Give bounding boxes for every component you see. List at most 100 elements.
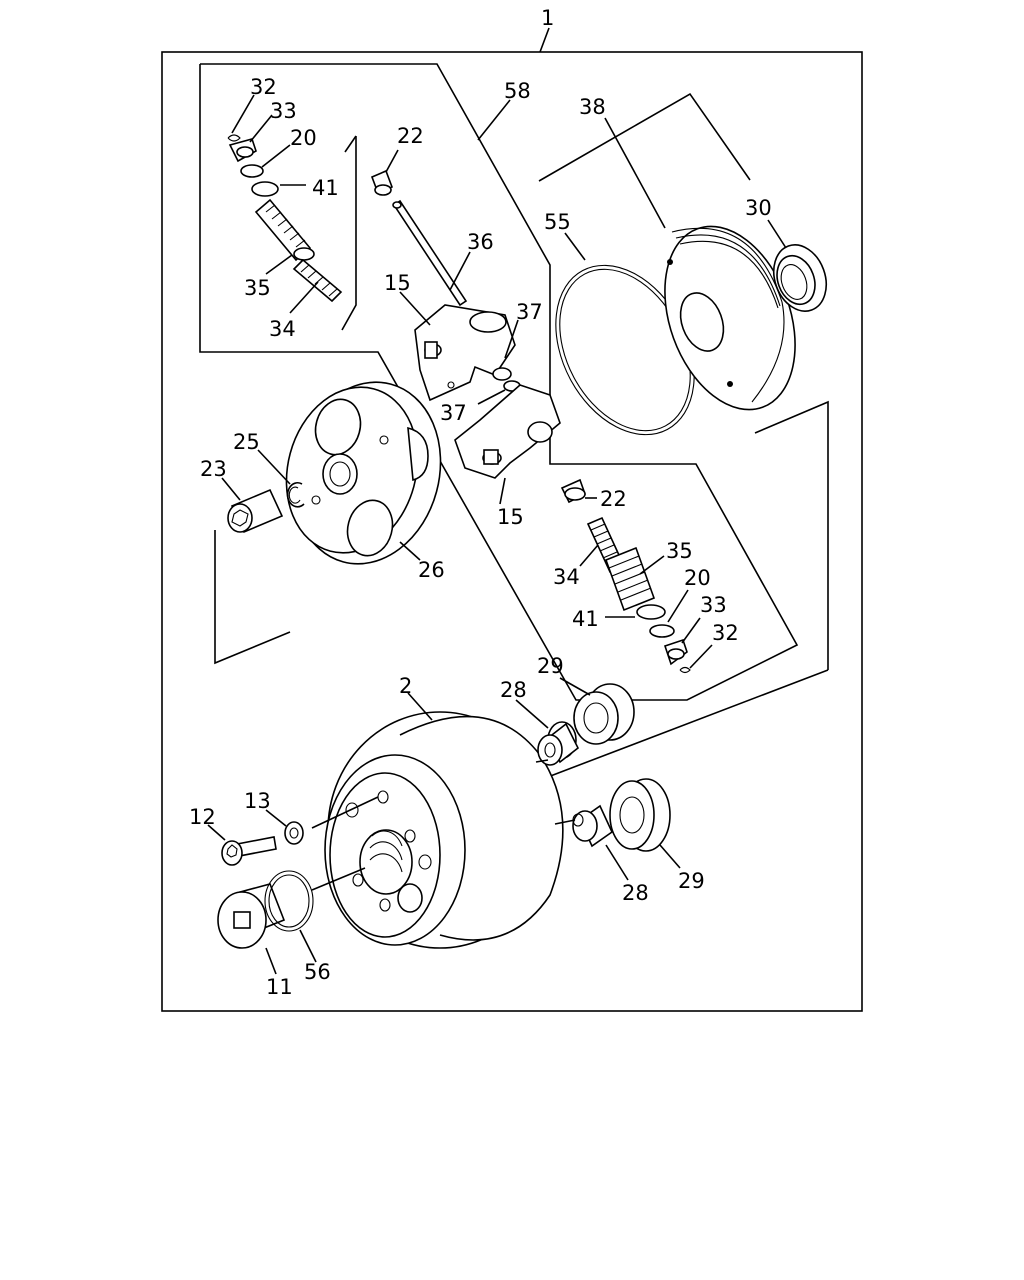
link-housing-28b	[554, 819, 576, 825]
part-20-lower	[649, 624, 675, 638]
leader-55	[564, 232, 586, 261]
leader-23	[221, 477, 241, 501]
label-20a: 20	[290, 126, 317, 150]
leader-58	[477, 99, 511, 141]
label-20b: 20	[684, 566, 711, 590]
leader-37b	[477, 389, 506, 405]
leader-38	[604, 117, 666, 229]
label-58: 58	[504, 79, 531, 103]
part-15-upper-block	[414, 304, 516, 402]
bracket-center	[539, 669, 829, 781]
part-28-lower	[572, 804, 614, 848]
leader-34b	[579, 544, 599, 567]
label-30: 30	[745, 196, 772, 220]
leader-35a	[265, 254, 293, 275]
part-25-clip	[286, 481, 305, 508]
leader-12	[207, 824, 226, 841]
leader-15b	[499, 477, 506, 505]
label-25: 25	[233, 430, 260, 454]
valve-group-outline	[199, 63, 799, 701]
label-29b: 29	[678, 869, 705, 893]
leader-20a	[261, 144, 291, 168]
leader-56	[299, 929, 317, 963]
part-33-top	[228, 138, 257, 163]
label-13: 13	[244, 789, 271, 813]
part-34-top-spring	[292, 258, 343, 303]
bracket-left	[214, 530, 291, 665]
part-41-top	[251, 181, 279, 197]
label-37a: 37	[516, 300, 543, 324]
part-2-housing	[324, 711, 564, 949]
label-11: 11	[266, 975, 293, 999]
label-1: 1	[541, 6, 554, 30]
leader-15a	[399, 291, 431, 326]
bracket-right	[754, 400, 829, 670]
part-28-upper	[537, 721, 580, 766]
label-41b: 41	[572, 607, 599, 631]
label-22a: 22	[397, 124, 424, 148]
part-labels: 1 58 38 32 33 20 22 41 30 55 36 35 15 37…	[189, 6, 772, 999]
leader-32a	[231, 94, 255, 134]
label-28a: 28	[500, 678, 527, 702]
leader-32b	[689, 644, 713, 669]
label-36: 36	[467, 230, 494, 254]
label-37b: 37	[440, 401, 467, 425]
part-15-lower-block	[454, 384, 561, 479]
leader-37a	[504, 319, 519, 359]
part-30-seal	[772, 244, 828, 312]
part-35-lower-spring	[604, 546, 656, 612]
label-32a: 32	[250, 75, 277, 99]
label-32b: 32	[712, 621, 739, 645]
label-35b: 35	[666, 539, 693, 563]
label-15b: 15	[497, 505, 524, 529]
label-35a: 35	[244, 276, 271, 300]
label-55: 55	[544, 210, 571, 234]
leader-22a	[385, 149, 399, 173]
bracket-upper-left-b	[344, 135, 357, 153]
part-20-top	[240, 164, 264, 178]
label-34b: 34	[553, 565, 580, 589]
part-32-top	[227, 134, 241, 142]
part-12-bolt	[221, 836, 277, 866]
label-28b: 28	[622, 881, 649, 905]
leader-33b	[681, 617, 701, 644]
part-56-o-ring	[264, 870, 314, 932]
link-housing-56	[311, 867, 366, 891]
label-29a: 29	[537, 654, 564, 678]
part-32-lower	[679, 666, 691, 674]
part-38-cover	[664, 225, 796, 411]
part-37-upper	[492, 367, 512, 381]
leader-29a	[559, 677, 591, 696]
part-33-lower	[663, 638, 688, 666]
leader-20b	[667, 589, 689, 623]
label-41a: 41	[312, 176, 339, 200]
leader-36	[449, 251, 471, 291]
label-56: 56	[304, 960, 331, 984]
part-29-lower	[609, 778, 671, 852]
leader-13	[265, 809, 287, 827]
assembly-frame	[161, 51, 863, 1012]
part-36-pin	[392, 199, 468, 307]
link-housing-13	[311, 796, 379, 829]
label-33a: 33	[270, 99, 297, 123]
part-41-lower	[636, 604, 666, 620]
part-35-top-spring	[254, 198, 315, 262]
leader-33a	[249, 114, 273, 143]
leader-25	[257, 449, 291, 485]
leader-2	[407, 692, 433, 721]
leader-26	[399, 541, 421, 561]
label-23: 23	[200, 457, 227, 481]
label-22b: 22	[600, 487, 627, 511]
leader-28a	[515, 699, 549, 729]
part-29-upper	[573, 683, 635, 745]
link-housing-28	[535, 759, 549, 763]
label-26: 26	[418, 558, 445, 582]
label-15a: 15	[384, 271, 411, 295]
part-23-plug	[227, 488, 284, 534]
part-13-washer	[284, 821, 304, 845]
label-2: 2	[399, 674, 412, 698]
bracket-upper-left	[341, 136, 357, 331]
label-34a: 34	[269, 317, 296, 341]
label-33b: 33	[700, 593, 727, 617]
